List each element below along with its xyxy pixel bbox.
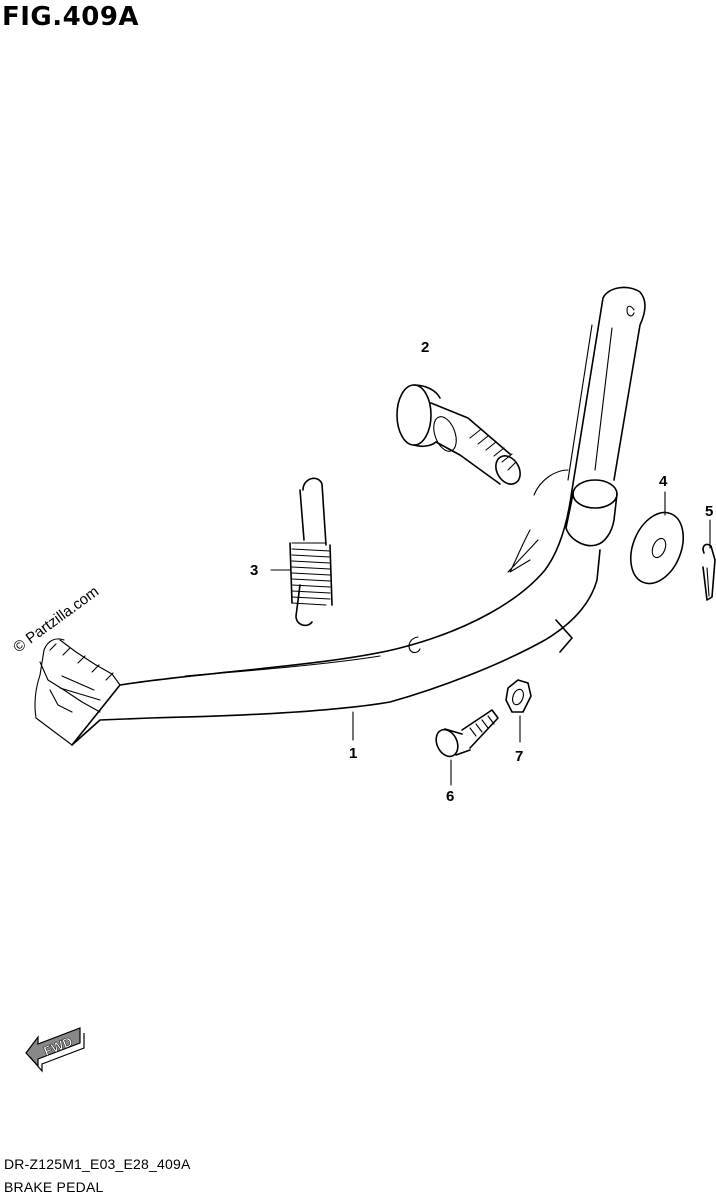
return-spring-part[interactable] (289, 477, 333, 627)
leader-lines (270, 491, 711, 786)
diagram-code: DR-Z125M1_E03_E28_409A (4, 1156, 191, 1172)
fwd-label: FWD (42, 1034, 75, 1059)
callout-5: 5 (705, 503, 713, 520)
callout-7: 7 (515, 748, 523, 765)
diagram-caption: BRAKE PEDAL (4, 1179, 104, 1195)
fwd-arrow-icon: FWD (25, 1027, 85, 1073)
bolt-part[interactable] (432, 709, 499, 760)
figure-title: FIG.409A (2, 2, 140, 32)
watermark: © Partzilla.com (10, 583, 102, 656)
brake-pedal-part[interactable] (34, 286, 646, 746)
pivot-shaft-part[interactable] (396, 384, 525, 488)
callout-6: 6 (446, 788, 454, 805)
washer-part[interactable] (621, 505, 693, 592)
callout-2: 2 (421, 339, 429, 356)
callout-4: 4 (659, 473, 668, 490)
nut-part[interactable] (505, 679, 532, 713)
cotter-pin-part[interactable] (702, 543, 716, 601)
callout-3: 3 (250, 562, 258, 579)
callout-1: 1 (349, 745, 357, 762)
